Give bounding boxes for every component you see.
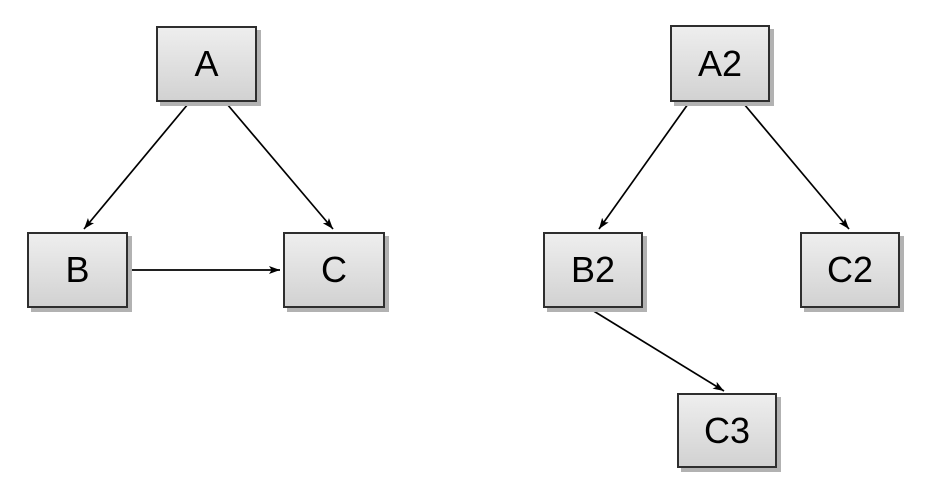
node-label-B2: B2 <box>570 249 616 290</box>
node-C2: C2 <box>800 232 900 308</box>
node-A: A <box>156 26 257 102</box>
node-label-B: B <box>65 249 90 290</box>
node-label-C2: C2 <box>826 249 874 290</box>
node-B2: B2 <box>543 232 643 308</box>
node-label-A: A <box>194 43 219 84</box>
node-label-C: C <box>321 249 347 290</box>
node-label-C3: C3 <box>703 409 751 451</box>
edge-A2-to-C2 <box>743 103 850 230</box>
edge-A-to-C <box>226 103 334 230</box>
edge-A-to-B <box>83 103 189 230</box>
node-A2: A2 <box>670 25 770 102</box>
node-B: B <box>27 232 128 308</box>
node-C: C <box>283 232 385 308</box>
edge-A2-to-B2 <box>598 103 689 230</box>
node-C3: C3 <box>677 393 777 468</box>
edge-B2-to-C3 <box>591 309 725 392</box>
node-label-A2: A2 <box>697 42 743 84</box>
